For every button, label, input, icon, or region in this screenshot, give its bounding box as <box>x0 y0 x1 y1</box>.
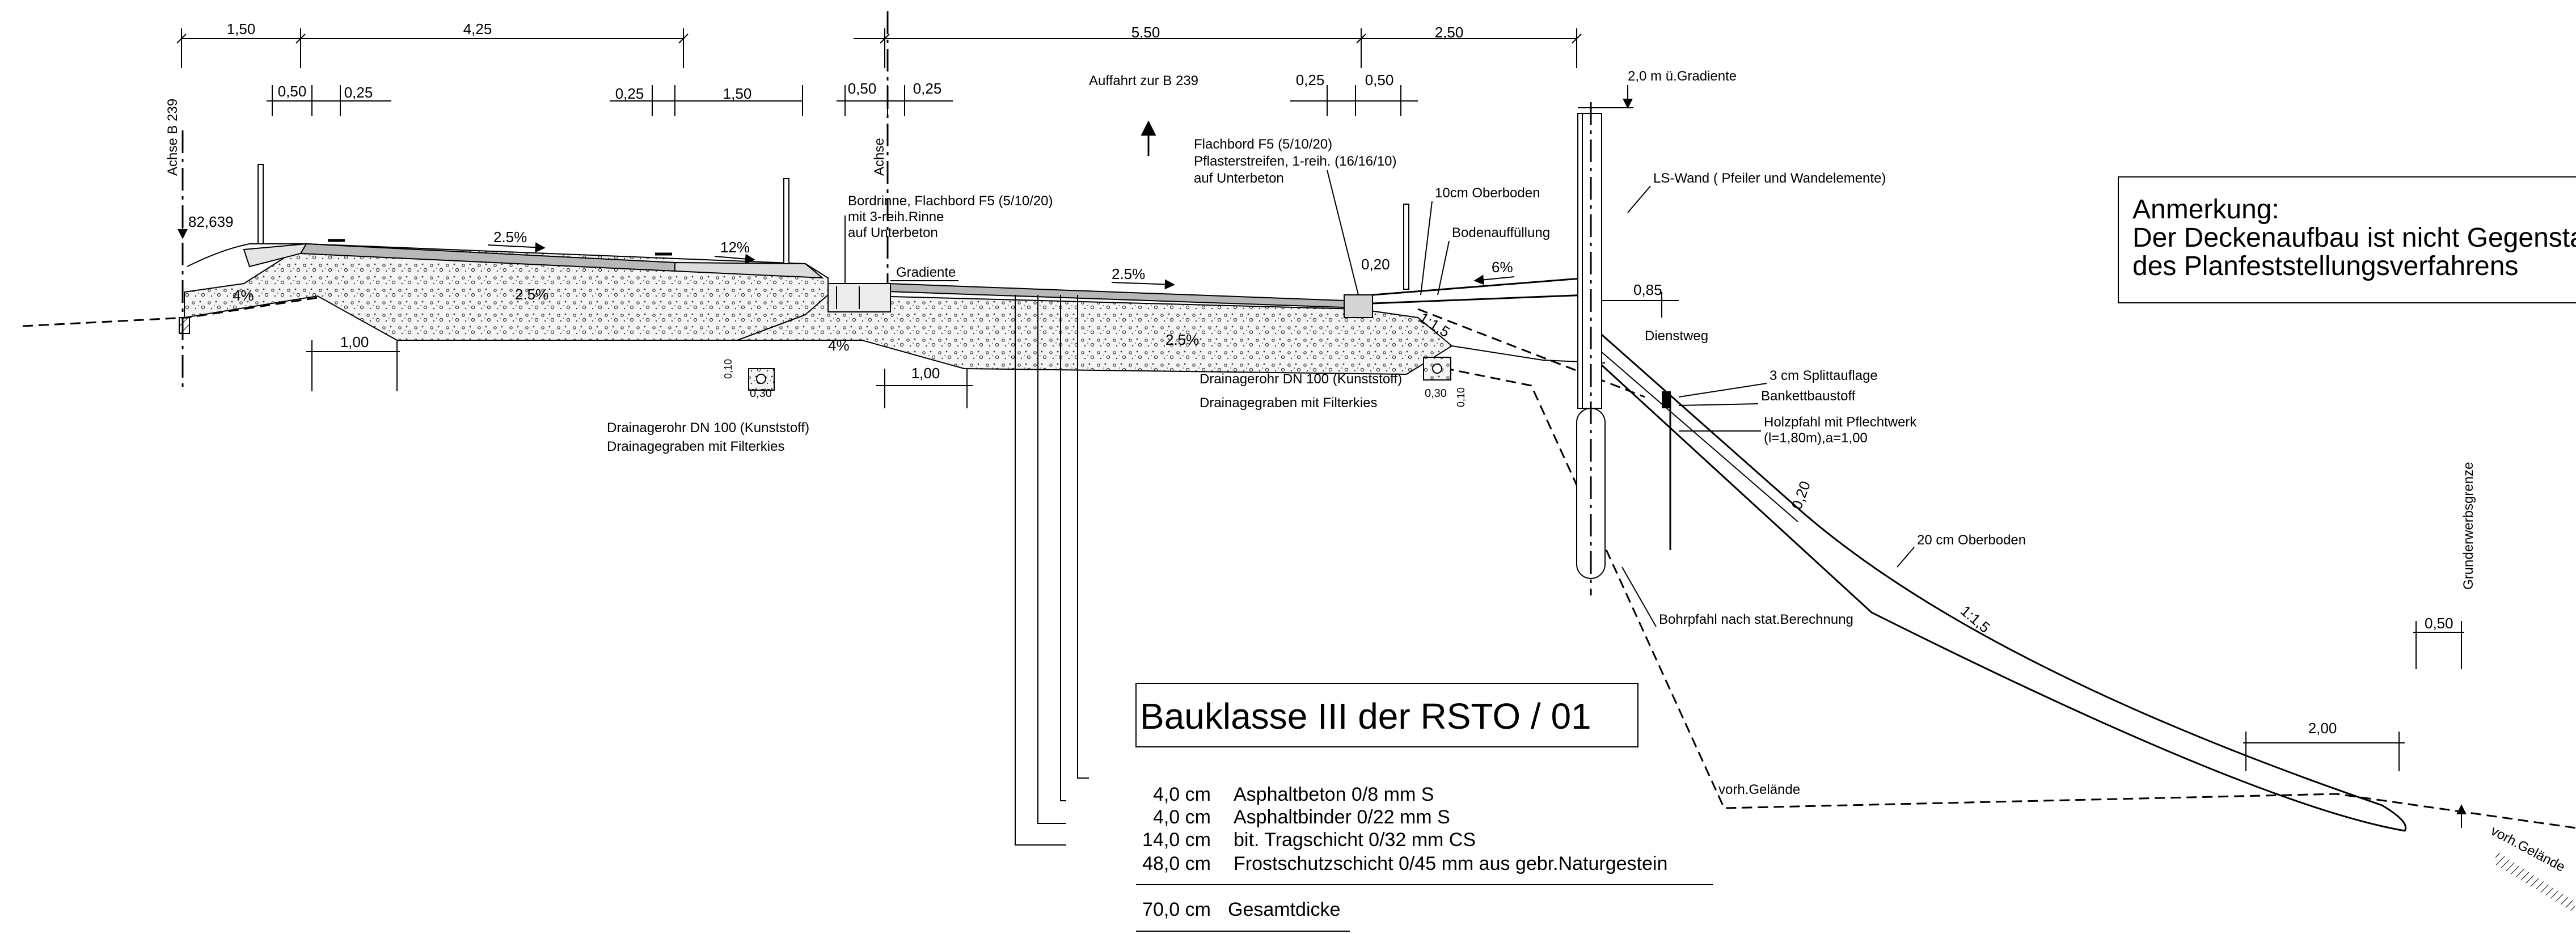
oberboden-20: 20 cm Oberboden <box>1917 532 2026 548</box>
dim-second-4: 1,50 <box>723 85 752 102</box>
ls-wall: 2,0 m ü.Gradiente LS-Wand ( Pfeiler und … <box>1576 69 1917 627</box>
drain-left-line-2: Drainagegraben mit Filterkies <box>607 439 784 454</box>
holzpfahl-line-1: Holzpfahl mit Pflechtwerk <box>1764 415 1917 430</box>
axis-b239: Achse B 239 82,639 <box>165 99 234 391</box>
slope-ramp: 2.5% <box>1112 265 1145 282</box>
lower-left-dimension: 1,00 <box>306 333 400 391</box>
axis-b239-label: Achse B 239 <box>165 99 180 176</box>
dim-second-1: 0,50 <box>278 83 307 100</box>
drain-left-w: 0,30 <box>750 387 772 400</box>
bankett-label: Bankettbaustoff <box>1761 388 1856 404</box>
dim-second-7: 0,25 <box>1296 71 1325 88</box>
dim-lower-left: 1,00 <box>340 333 369 350</box>
verge-and-embankment: 6% 1:1,5 0,85 Dienstweg 0,20 1:1,5 20 cm… <box>1372 259 2406 832</box>
layer-thickness: 48,0 cm <box>1142 853 1211 874</box>
total-thickness: 70,0 cm <box>1142 899 1211 920</box>
dim-right-b: 2,00 <box>2308 720 2337 737</box>
dim-lower-mid: 1,00 <box>911 365 940 382</box>
note-line-2: des Planfeststellungsverfahrens <box>2132 251 2518 281</box>
layer-material: bit. Tragschicht 0/32 mm CS <box>1234 829 1476 851</box>
drain-left: 0,10 0,30 Drainagerohr DN 100 (Kunststof… <box>607 359 809 454</box>
oberboden-10: 10cm Oberboden <box>1435 185 1540 201</box>
slope-verge: 6% <box>1492 259 1513 276</box>
bodenauffuellung: Bodenauffüllung <box>1452 225 1550 240</box>
slope-ramp-base-edge: 4% <box>828 337 850 354</box>
layer-row: 14,0 cm bit. Tragschicht 0/32 mm CS <box>1142 829 1476 851</box>
slope-base-left: 2.5% <box>515 286 548 303</box>
drain-right: 0,30 0,10 Drainagerohr DN 100 (Kunststof… <box>1200 357 1467 411</box>
flachbord-line-1: Flachbord F5 (5/10/20) <box>1194 137 1332 152</box>
drain-right-line-2: Drainagegraben mit Filterkies <box>1200 395 1377 411</box>
top-dimension-chain: 1,50 4,25 5,50 2,50 <box>176 20 1582 68</box>
dim-top-3: 5,50 <box>1131 24 1160 41</box>
axis-b239-height: 82,639 <box>188 213 234 230</box>
ground-label-1: vorh.Gelände <box>1718 782 1800 797</box>
curb-annotations: Bordrinne, Flachbord F5 (5/10/20) mit 3-… <box>844 137 1550 295</box>
layer-thickness: 14,0 cm <box>1142 829 1211 851</box>
layer-material: Asphaltbeton 0/8 mm S <box>1234 784 1434 805</box>
dim-kerb: 0,20 <box>1361 256 1390 273</box>
grunderwerbsgrenze: Grunderwerbsgrenze <box>2461 462 2476 590</box>
slope-shoulder-left: 12% <box>720 239 750 256</box>
axis-ramp-label: Achse <box>872 138 887 176</box>
note-title: Anmerkung: <box>2132 195 2279 225</box>
dim-dienstweg: 0,85 <box>1633 281 1662 298</box>
drain-left-h: 0,10 <box>723 359 734 379</box>
dim-second-8: 0,50 <box>1365 71 1394 88</box>
ramp-title: Auffahrt zur B 239 <box>1089 73 1198 88</box>
bordrinne-line-1: Bordrinne, Flachbord F5 (5/10/20) <box>848 193 1053 209</box>
flachbord-line-2: Pflasterstreifen, 1-reih. (16/16/10) <box>1194 154 1397 169</box>
drain-right-line-1: Drainagerohr DN 100 (Kunststoff) <box>1200 371 1402 387</box>
dim-second-2: 0,25 <box>344 84 373 101</box>
dim-top-1: 1,50 <box>227 20 256 37</box>
drain-right-w: 0,30 <box>1425 387 1447 400</box>
construction-legend: Bauklasse III der RSTO / 01 4,0 cm Aspha… <box>1135 683 1713 932</box>
dienstweg-label: Dienstweg <box>1645 328 1708 344</box>
layer-thickness: 4,0 cm <box>1153 806 1211 828</box>
flachbord-line-3: auf Unterbeton <box>1194 171 1284 186</box>
axis-ramp: Achse <box>872 11 889 295</box>
layer-thickness: 4,0 cm <box>1153 784 1211 805</box>
holzpfahl-line-2: (l=1,80m),a=1,00 <box>1764 430 1868 446</box>
wall-height: 2,0 m ü.Gradiente <box>1628 69 1737 84</box>
dim-top-4: 2,50 <box>1435 24 1464 41</box>
bohrpfahl-label: Bohrpfahl nach stat.Berechnung <box>1659 612 1853 627</box>
lower-mid-dimension: 1,00 <box>876 365 973 408</box>
dim-second-6: 0,25 <box>913 80 942 97</box>
construction-title: Bauklasse III der RSTO / 01 <box>1140 696 1591 737</box>
note-box: Anmerkung: Der Deckenaufbau ist nicht Ge… <box>2118 176 2576 303</box>
layer-row: 4,0 cm Asphaltbinder 0/22 mm S <box>1153 806 1450 828</box>
drain-right-h: 0,10 <box>1455 387 1467 407</box>
slope-base-left-edge: 4% <box>233 287 254 304</box>
note-line-1: Der Deckenaufbau ist nicht Gegenstand <box>2132 223 2576 253</box>
gradiente-label: Gradiente <box>896 265 956 280</box>
slope-road-b239: 2.5% <box>493 229 527 246</box>
dim-second-3: 0,25 <box>615 85 644 102</box>
dim-second-5: 0,50 <box>848 80 877 97</box>
layer-row: 4,0 cm Asphaltbeton 0/8 mm S <box>1153 784 1434 805</box>
layer-material: Asphaltbinder 0/22 mm S <box>1234 806 1450 828</box>
ramp-section: 2.5% 2.5% 4% <box>737 204 1453 846</box>
bordrinne-line-2: mit 3-reih.Rinne <box>848 209 944 225</box>
drain-left-line-1: Drainagerohr DN 100 (Kunststoff) <box>607 420 809 436</box>
dim-top-2: 4,25 <box>463 20 492 37</box>
slope-ramp-base: 2.5% <box>1165 331 1199 348</box>
splitt-label: 3 cm Splittauflage <box>1770 368 1878 383</box>
second-dimension-chain: 0,50 0,25 0,25 1,50 0,50 0,25 0,25 0,50 <box>267 71 1418 116</box>
dim-right-a: 0,50 <box>2425 615 2453 632</box>
property-boundary: Grunderwerbsgrenze 0,50 2,00 <box>2243 462 2476 828</box>
ls-wand-label: LS-Wand ( Pfeiler und Wandelemente) <box>1653 171 1886 186</box>
layer-row: 48,0 cm Frostschutzschicht 0/45 mm aus g… <box>1142 853 1667 874</box>
topsoil-thickness: 0,20 <box>1788 479 1814 512</box>
total-label: Gesamtdicke <box>1228 899 1340 920</box>
ramp-direction: Auffahrt zur B 239 <box>1089 73 1198 156</box>
b239-section: 2.5% 12% 2.5% 4% <box>184 164 829 341</box>
layer-material: Frostschutzschicht 0/45 mm aus gebr.Natu… <box>1234 853 1667 874</box>
bordrinne-line-3: auf Unterbeton <box>848 225 938 240</box>
